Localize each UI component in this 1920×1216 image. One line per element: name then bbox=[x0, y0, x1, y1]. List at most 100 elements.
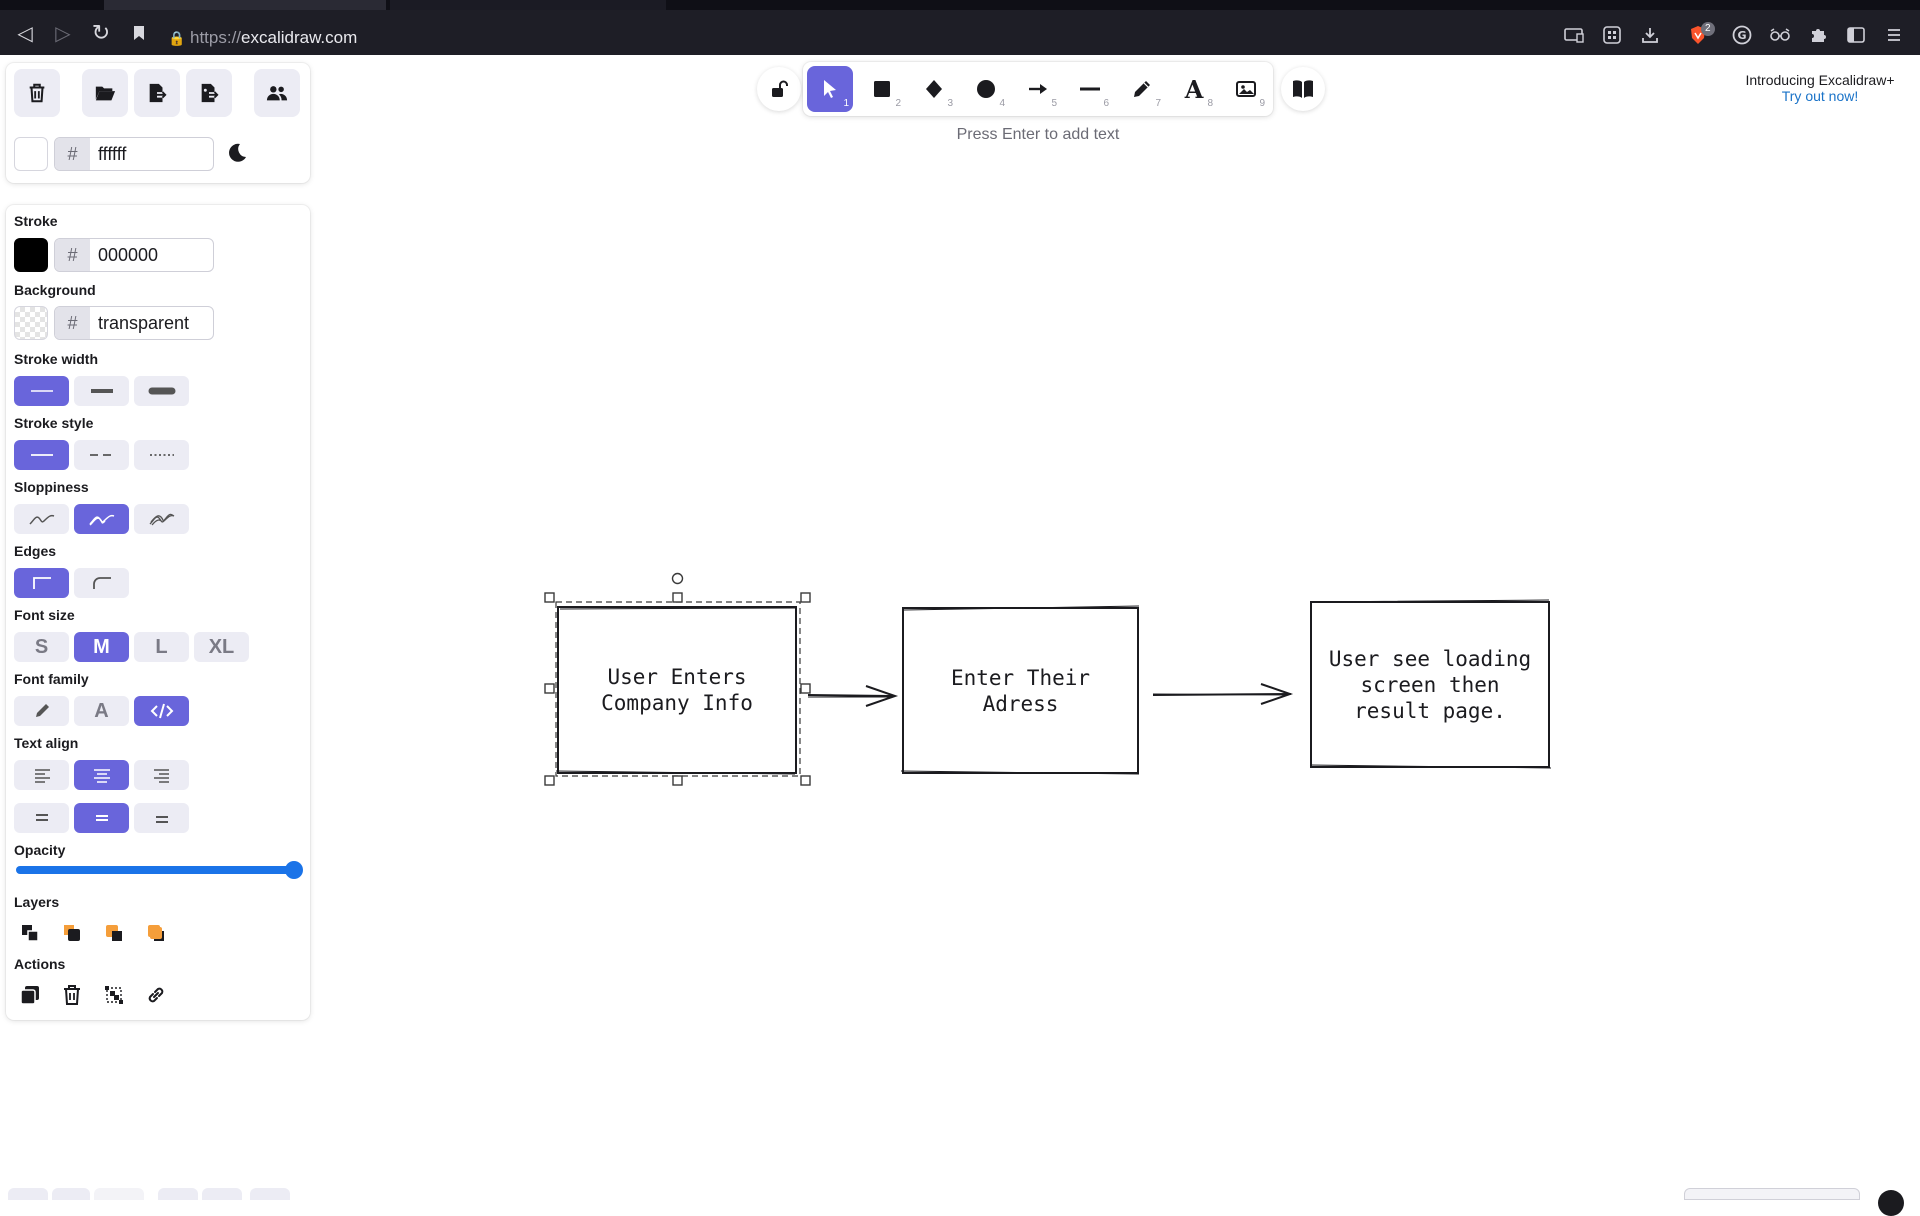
resize-handle-nw[interactable] bbox=[544, 592, 555, 603]
resize-handle-n[interactable] bbox=[672, 592, 683, 603]
extensions-puzzle-icon[interactable] bbox=[1805, 22, 1831, 48]
send-backward-button[interactable] bbox=[57, 918, 87, 948]
zoom-in-button[interactable] bbox=[94, 1188, 144, 1200]
diamond-tool[interactable]: 3 bbox=[911, 66, 957, 112]
cast-icon[interactable] bbox=[1561, 22, 1587, 48]
font-size-large[interactable]: L bbox=[134, 632, 189, 662]
font-size-medium[interactable]: M bbox=[74, 632, 129, 662]
sloppiness-artist[interactable] bbox=[74, 504, 129, 534]
vertical-align-middle[interactable] bbox=[74, 803, 129, 833]
duplicate-button[interactable] bbox=[15, 980, 45, 1010]
font-family-hand-drawn[interactable] bbox=[14, 696, 69, 726]
resize-handle-se[interactable] bbox=[800, 775, 811, 786]
browser-tab-active[interactable] bbox=[104, 0, 386, 10]
promo-link[interactable]: Try out now! bbox=[1781, 88, 1859, 104]
delete-button[interactable] bbox=[57, 980, 87, 1010]
image-tool[interactable]: 9 bbox=[1223, 66, 1269, 112]
diagram-box-2-text[interactable]: Enter Their Adress bbox=[950, 666, 1091, 716]
font-family-normal[interactable]: A bbox=[74, 696, 129, 726]
canvas-background-swatch[interactable] bbox=[14, 137, 48, 171]
live-collaboration-button[interactable] bbox=[254, 69, 300, 117]
diagram-box-3-text[interactable]: User see loading screen then result page… bbox=[1328, 647, 1532, 723]
font-size-small[interactable]: S bbox=[14, 632, 69, 662]
round-corner-icon bbox=[92, 577, 111, 589]
edges-sharp[interactable] bbox=[14, 568, 69, 598]
zoom-out-button[interactable] bbox=[8, 1188, 48, 1200]
resize-handle-s[interactable] bbox=[672, 775, 683, 786]
diagram-box-1-text[interactable]: User Enters Company Info bbox=[601, 665, 753, 715]
redo-button[interactable] bbox=[202, 1188, 242, 1200]
erase-button[interactable] bbox=[250, 1188, 290, 1200]
dark-mode-toggle[interactable] bbox=[226, 142, 248, 170]
rotate-handle[interactable] bbox=[671, 572, 684, 585]
stroke-width-bold[interactable] bbox=[74, 376, 129, 406]
vertical-align-bottom[interactable] bbox=[134, 803, 189, 833]
arrow-tool[interactable]: 5 bbox=[1015, 66, 1061, 112]
resize-handle-sw[interactable] bbox=[544, 775, 555, 786]
sloppiness-cartoonist[interactable] bbox=[134, 504, 189, 534]
text-tool[interactable]: A 8 bbox=[1171, 66, 1217, 112]
text-align-center[interactable] bbox=[74, 760, 129, 790]
resize-handle-w[interactable] bbox=[544, 683, 555, 694]
stroke-color-swatch[interactable] bbox=[14, 238, 48, 272]
text-align-right[interactable] bbox=[134, 760, 189, 790]
ellipse-tool[interactable]: 4 bbox=[963, 66, 1009, 112]
send-to-back-button[interactable] bbox=[15, 918, 45, 948]
draw-tool[interactable]: 7 bbox=[1119, 66, 1165, 112]
sidebar-toggle-icon[interactable] bbox=[1843, 22, 1869, 48]
group-button[interactable] bbox=[99, 980, 129, 1010]
line-tool[interactable]: 6 bbox=[1067, 66, 1113, 112]
font-family-code[interactable] bbox=[134, 696, 189, 726]
help-button[interactable] bbox=[1878, 1190, 1904, 1216]
save-to-file-button[interactable] bbox=[134, 69, 180, 117]
stroke-style-solid[interactable] bbox=[14, 440, 69, 470]
resize-handle-ne[interactable] bbox=[800, 592, 811, 603]
open-button[interactable] bbox=[82, 69, 128, 117]
grammar-extension-icon[interactable]: G bbox=[1729, 22, 1755, 48]
arrow-2[interactable] bbox=[1152, 683, 1294, 705]
stroke-color-input[interactable]: # 000000 bbox=[54, 238, 214, 272]
address-bar[interactable]: 🔒 https://excalidraw.com bbox=[168, 25, 1548, 51]
background-color-value[interactable]: transparent bbox=[98, 312, 190, 333]
lock-tool-button[interactable] bbox=[757, 67, 801, 111]
reload-icon[interactable]: ↻ bbox=[91, 20, 111, 45]
canvas-background-value[interactable]: ffffff bbox=[98, 143, 127, 164]
bookmark-icon[interactable] bbox=[126, 20, 152, 46]
background-color-input[interactable]: # transparent bbox=[54, 306, 214, 340]
edges-round[interactable] bbox=[74, 568, 129, 598]
opacity-slider-thumb[interactable] bbox=[285, 861, 303, 879]
clear-canvas-button[interactable] bbox=[14, 69, 60, 117]
resize-handle-e[interactable] bbox=[800, 683, 811, 694]
glasses-extension-icon[interactable] bbox=[1767, 22, 1793, 48]
bottom-right-control[interactable] bbox=[1684, 1188, 1860, 1200]
excalidraw-plus-promo[interactable]: Introducing Excalidraw+ Try out now! bbox=[1700, 72, 1920, 104]
stroke-width-extra-bold[interactable] bbox=[134, 376, 189, 406]
zoom-level-button[interactable] bbox=[52, 1188, 90, 1200]
background-color-swatch[interactable] bbox=[14, 306, 48, 340]
stroke-color-value[interactable]: 000000 bbox=[98, 244, 159, 265]
text-align-left[interactable] bbox=[14, 760, 69, 790]
vertical-align-top[interactable] bbox=[14, 803, 69, 833]
stroke-style-dashed[interactable] bbox=[74, 440, 129, 470]
browser-menu-icon[interactable] bbox=[1881, 22, 1907, 48]
stroke-width-thin[interactable] bbox=[14, 376, 69, 406]
link-button[interactable] bbox=[141, 980, 171, 1010]
download-icon[interactable] bbox=[1637, 22, 1663, 48]
undo-button[interactable] bbox=[158, 1188, 198, 1200]
library-button[interactable] bbox=[1281, 67, 1325, 111]
qr-code-icon[interactable] bbox=[1599, 22, 1625, 48]
back-icon[interactable]: ◁ bbox=[17, 22, 33, 45]
arrow-1[interactable] bbox=[807, 685, 899, 707]
rectangle-tool[interactable]: 2 bbox=[859, 66, 905, 112]
bring-to-front-button[interactable] bbox=[141, 918, 171, 948]
stroke-style-dotted[interactable] bbox=[134, 440, 189, 470]
export-image-button[interactable] bbox=[186, 69, 232, 117]
opacity-slider[interactable] bbox=[16, 866, 300, 874]
browser-tab[interactable] bbox=[390, 0, 666, 10]
forward-icon[interactable]: ▷ bbox=[55, 22, 71, 45]
bring-forward-button[interactable] bbox=[99, 918, 129, 948]
font-size-extra-large[interactable]: XL bbox=[194, 632, 249, 662]
canvas-background-input[interactable]: # ffffff bbox=[54, 137, 214, 171]
selection-tool[interactable]: 1 bbox=[807, 66, 853, 112]
sloppiness-architect[interactable] bbox=[14, 504, 69, 534]
